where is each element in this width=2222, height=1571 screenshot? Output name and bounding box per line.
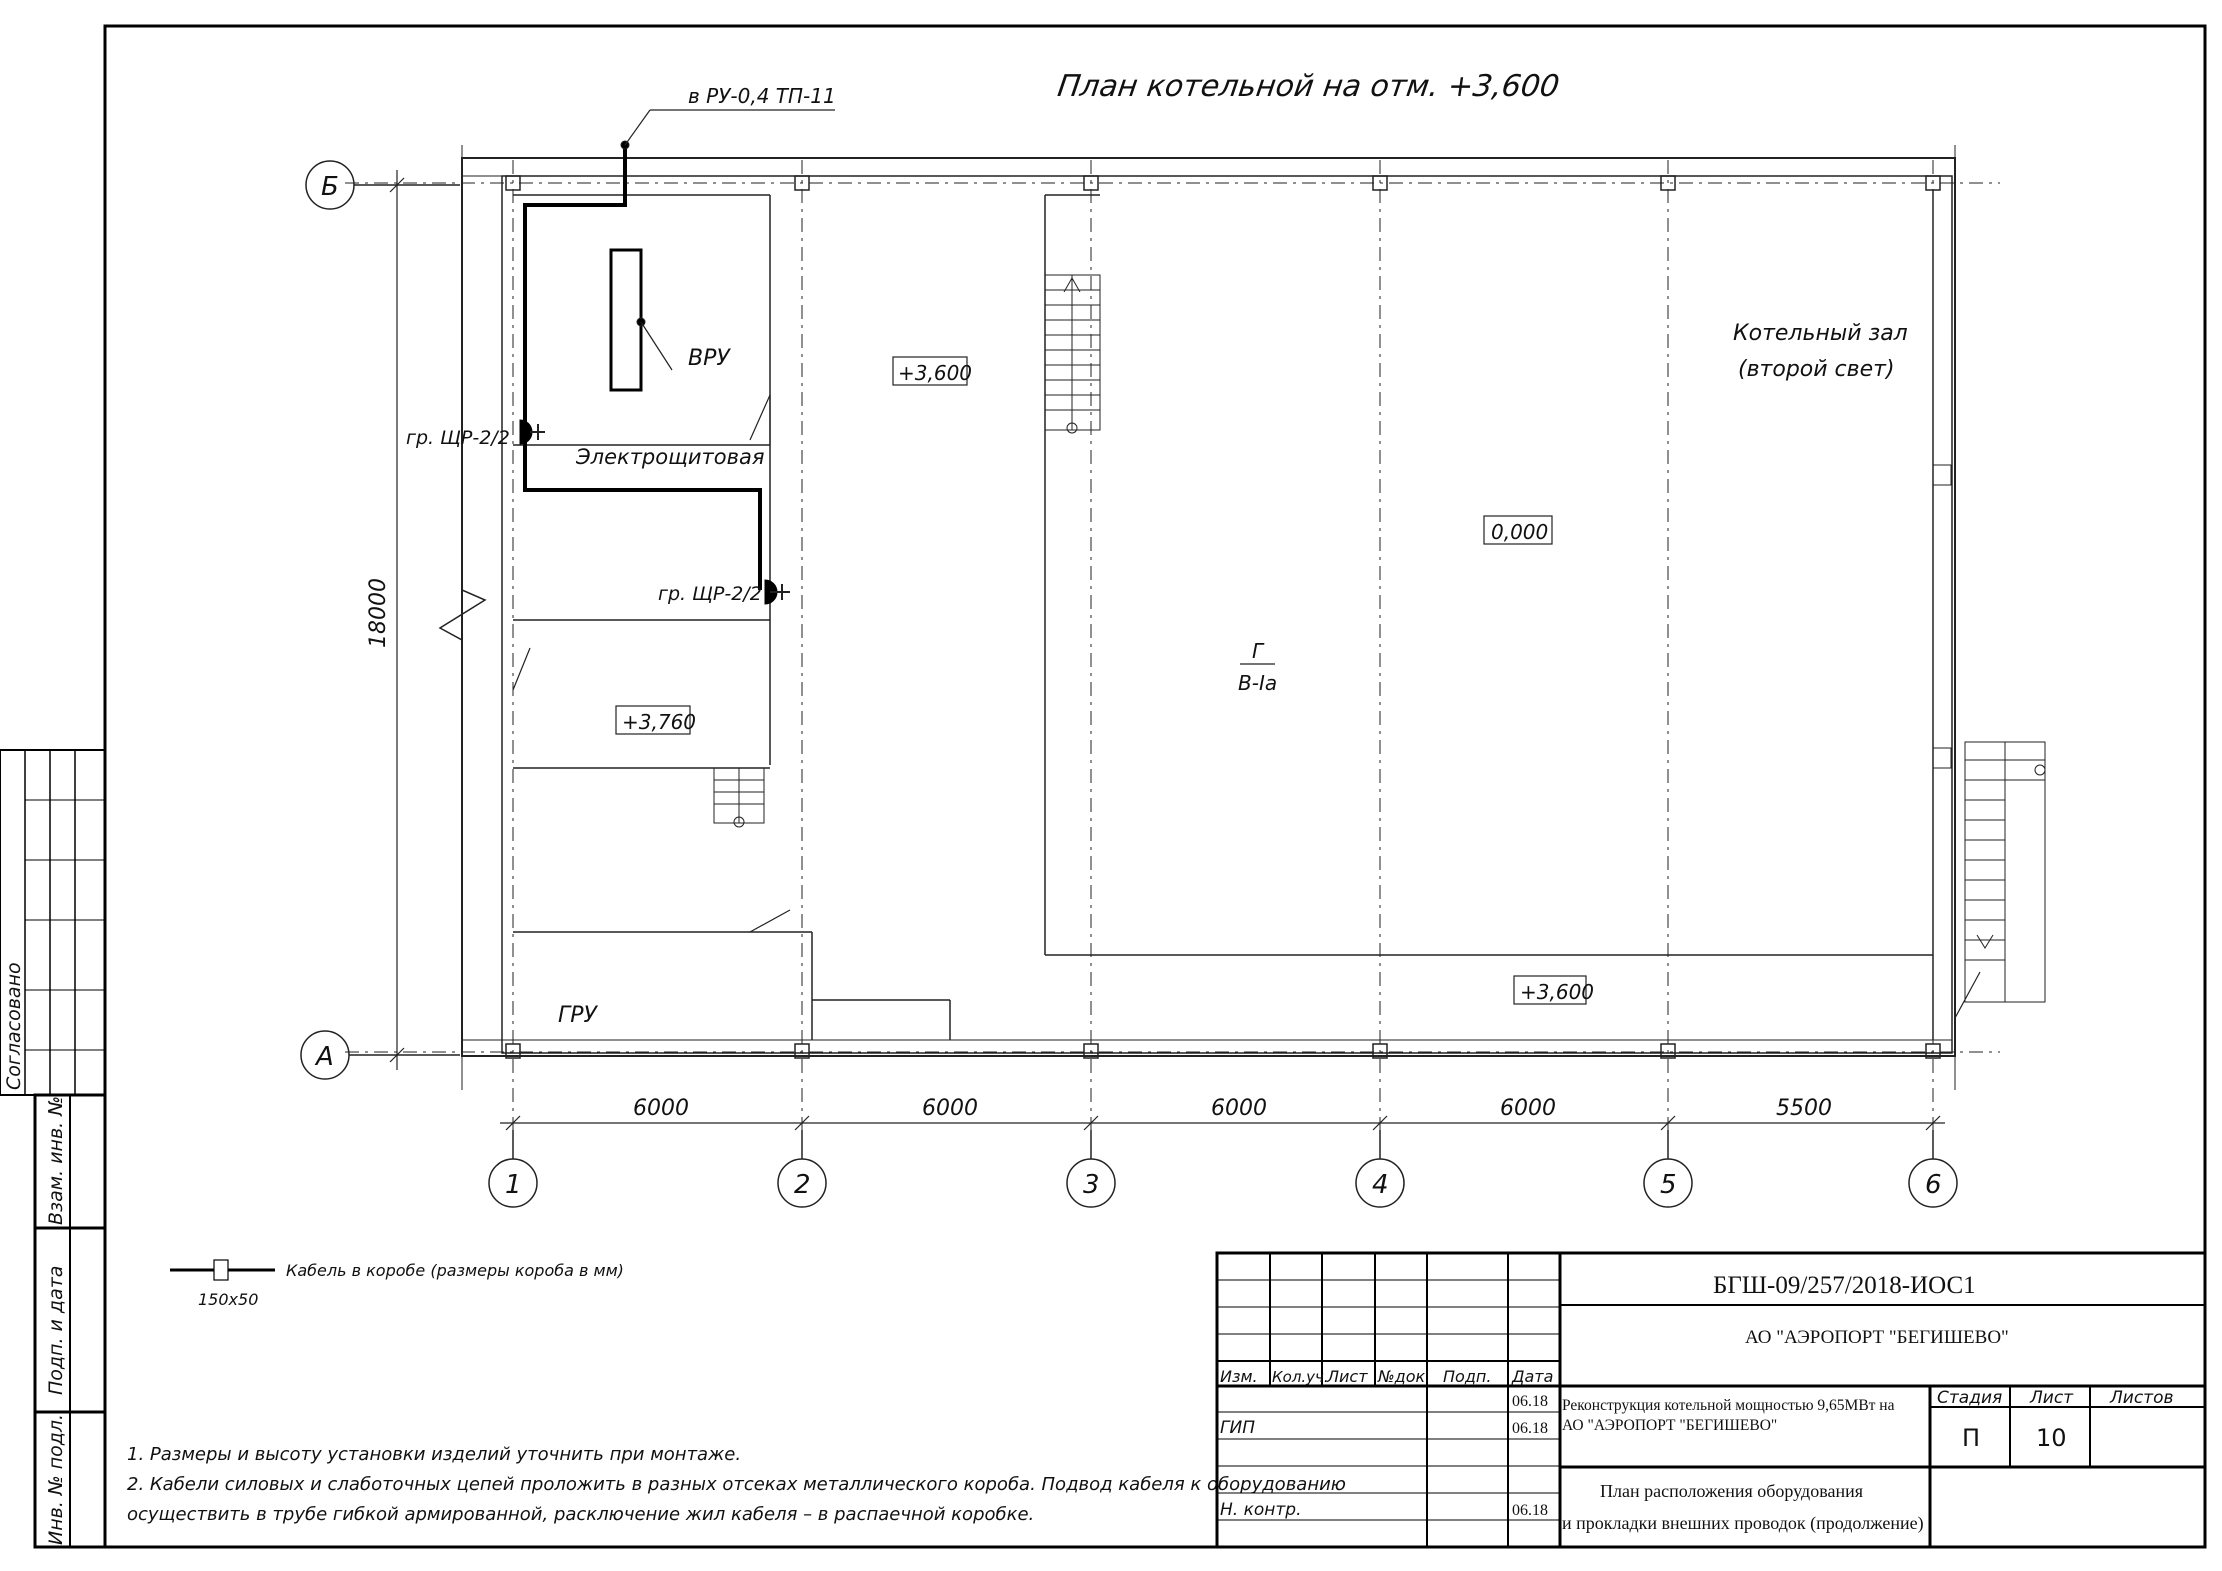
zone-top: Г xyxy=(1252,639,1265,663)
legend-text: Кабель в коробе (размеры короба в мм) xyxy=(286,1261,624,1280)
sheet-label: Лист xyxy=(2029,1388,2074,1408)
col-axis-5: 5 xyxy=(1660,1170,1677,1200)
notes: 1. Размеры и высоту установки изделий ут… xyxy=(127,1444,1346,1525)
sheet-title-2: и прокладки внешних проводок (продолжени… xyxy=(1562,1513,1924,1534)
sheet-frame xyxy=(103,24,2207,1549)
col-axis-4: 4 xyxy=(1372,1170,1389,1200)
room-boiler-2: (второй свет) xyxy=(1738,357,1895,382)
legend: Кабель в коробе (размеры короба в мм) 15… xyxy=(170,1259,624,1309)
panel-symbol-1 xyxy=(519,419,533,445)
sign-date-label: Подп. и дата xyxy=(45,1266,67,1395)
col-podp: Подп. xyxy=(1443,1367,1491,1386)
date-1: 06.18 xyxy=(1512,1393,1548,1410)
level-1: +3,600 xyxy=(898,361,972,385)
date-3: 06.18 xyxy=(1512,1502,1548,1519)
col-axis-6: 6 xyxy=(1925,1170,1942,1200)
dim-3: 6000 xyxy=(1211,1096,1267,1121)
date-2: 06.18 xyxy=(1512,1420,1548,1437)
room-electro: Электрощитовая xyxy=(575,445,765,469)
vru-label: ВРУ xyxy=(688,346,731,371)
dim-vertical: 18000 xyxy=(366,578,391,648)
floor-plan: План котельной на отм. +3,600 xyxy=(300,69,2046,1208)
project-line-1: Реконструкция котельной мощностью 9,65МВ… xyxy=(1562,1397,1895,1414)
sheets-label: Листов xyxy=(2109,1388,2174,1408)
col-ndok: №док. xyxy=(1377,1367,1430,1386)
role-gip: ГИП xyxy=(1220,1418,1255,1438)
role-nkontr: Н. контр. xyxy=(1220,1500,1301,1520)
side-stamp xyxy=(0,749,107,1549)
feed-label: в РУ-0,4 ТП-11 xyxy=(688,84,836,108)
level-4: +3,600 xyxy=(1520,980,1594,1004)
stage-value: П xyxy=(1962,1424,1980,1452)
title-block-labels: БГШ-09/257/2018-ИОС1 АО "АЭРОПОРТ "БЕГИШ… xyxy=(1220,1272,2174,1534)
project-line-2: АО "АЭРОПОРТ "БЕГИШЕВО" xyxy=(1562,1417,1777,1434)
row-axis-a: А xyxy=(314,1042,334,1072)
company-name: АО "АЭРОПОРТ "БЕГИШЕВО" xyxy=(1745,1327,2009,1348)
panel-label-1: гр. ЩР-2/2 xyxy=(406,427,510,449)
col-izm: Изм. xyxy=(1220,1367,1258,1386)
room-gru: ГРУ xyxy=(558,1003,599,1028)
inv-ref-label: Взам. инв. № xyxy=(45,1096,67,1225)
title-block xyxy=(1215,1251,2207,1549)
plan-title: План котельной на отм. +3,600 xyxy=(1055,69,1561,104)
stage-label: Стадия xyxy=(1937,1388,2002,1408)
room-boiler-1: Котельный зал xyxy=(1733,321,1908,346)
inv-orig-label: Инв. № подл. xyxy=(45,1414,67,1545)
legend-size: 150х50 xyxy=(198,1290,258,1309)
dim-1: 6000 xyxy=(633,1096,689,1121)
col-axis-1: 1 xyxy=(505,1170,522,1200)
note-1: 1. Размеры и высоту установки изделий ут… xyxy=(127,1444,741,1465)
col-list: Лист xyxy=(1326,1367,1368,1386)
doc-code: БГШ-09/257/2018-ИОС1 xyxy=(1713,1272,1976,1299)
side-stamp-labels: Согласовано Взам. инв. № Подп. и дата Ин… xyxy=(3,962,67,1545)
level-2: +3,760 xyxy=(622,710,696,734)
col-koluch: Кол.уч. xyxy=(1272,1368,1329,1386)
cable-route xyxy=(523,145,762,590)
note-3: осуществить в трубе гибкой армированной,… xyxy=(127,1504,1034,1525)
level-3: 0,000 xyxy=(1491,520,1548,544)
vru-cabinet xyxy=(609,248,643,392)
plan-labels: Б А 1 2 3 4 5 6 6000 6000 6000 6000 5500… xyxy=(314,84,1942,1200)
row-axis-b: Б xyxy=(321,172,339,202)
agreed-label: Согласовано xyxy=(3,962,25,1090)
sheet-value: 10 xyxy=(2036,1424,2067,1452)
dim-5: 5500 xyxy=(1776,1096,1832,1121)
col-axis-2: 2 xyxy=(794,1170,811,1200)
col-data: Дата xyxy=(1511,1367,1553,1386)
dim-4: 6000 xyxy=(1500,1096,1556,1121)
dim-2: 6000 xyxy=(922,1096,978,1121)
panel-label-2: гр. ЩР-2/2 xyxy=(658,583,762,605)
note-2: 2. Кабели силовых и слаботочных цепей пр… xyxy=(127,1474,1346,1495)
zone-bottom: В-Iа xyxy=(1238,671,1277,695)
sheet-title-1: План расположения оборудования xyxy=(1600,1481,1863,1501)
col-axis-3: 3 xyxy=(1083,1170,1100,1200)
